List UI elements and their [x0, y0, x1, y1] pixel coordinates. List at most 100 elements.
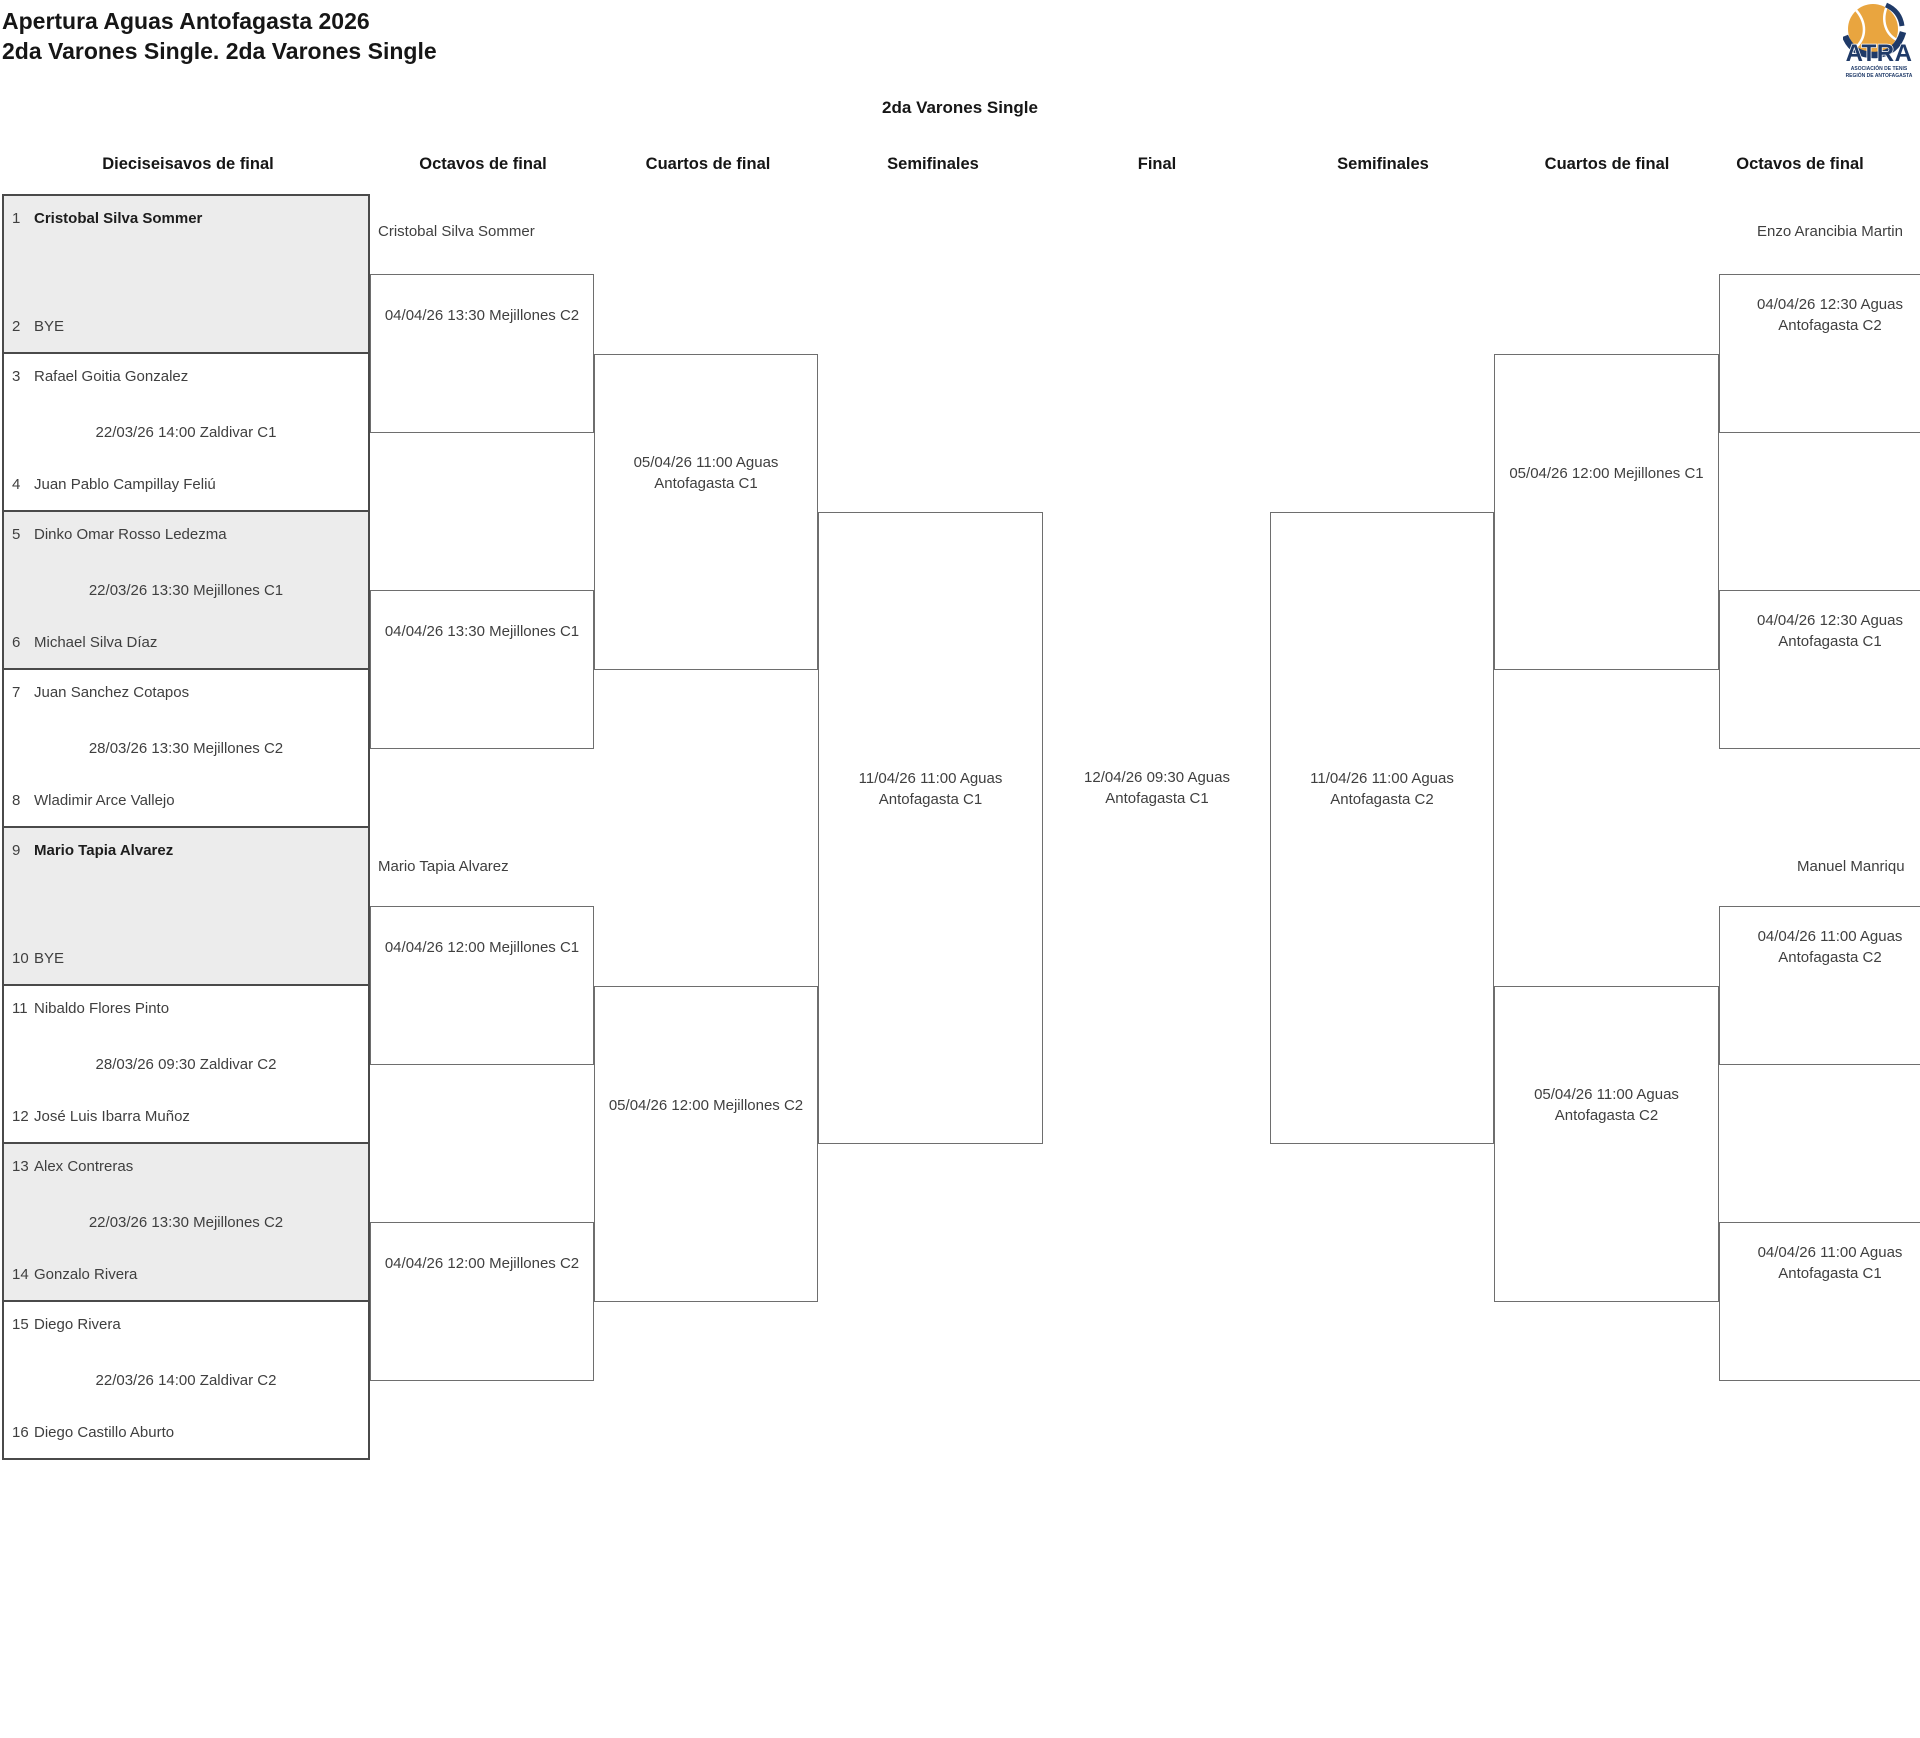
advancing-player-name: Enzo Arancibia Martin: [1757, 223, 1903, 240]
tennis-ball-icon: ATRA ASOCIACIÓN DE TENIS REGIÓN DE ANTOF…: [1841, 2, 1913, 79]
player-row: 13 Alex Contreras: [12, 1152, 362, 1182]
match-schedule: 04/04/26 12:30 Aguas Antofagasta C1: [1757, 612, 1903, 650]
seed-number: 15: [12, 1316, 29, 1333]
player-row: 7 Juan Sanchez Cotapos: [12, 678, 362, 708]
player-row: 16 Diego Castillo Aburto: [12, 1418, 362, 1448]
match-box-r8-right-4: 04/04/26 11:00 Aguas Antofagasta C1: [1719, 1222, 1920, 1381]
round-header-qf-right: Cuartos de final: [1544, 155, 1670, 173]
seed-number: 11: [12, 1000, 28, 1017]
match-schedule: 05/04/26 11:00 Aguas Antofagasta C1: [633, 454, 779, 492]
match-schedule: 04/04/26 12:30 Aguas Antofagasta C2: [1757, 296, 1903, 334]
match-box-r8-left-2: 04/04/26 13:30 Mejillones C1: [370, 590, 594, 749]
player-name: BYE: [34, 318, 65, 335]
match-box-sf-right: 11/04/26 11:00 Aguas Antofagasta C2: [1270, 512, 1494, 1144]
player-name: Diego Castillo Aburto: [34, 1424, 175, 1441]
match-schedule: 04/04/26 12:00 Mejillones C1: [384, 938, 580, 956]
match-box-r16-4: 7 Juan Sanchez Cotapos 28/03/26 13:30 Mej…: [2, 668, 370, 828]
round-header-final: Final: [1137, 155, 1177, 173]
player-name: BYE: [34, 950, 65, 967]
seed-number: 2: [12, 318, 21, 335]
match-box-r8-right-2: 04/04/26 12:30 Aguas Antofagasta C1: [1719, 590, 1920, 749]
page-title: Apertura Aguas Antofagasta 2026 2da Varo…: [2, 6, 437, 66]
seed-number: 4: [12, 476, 21, 493]
match-schedule: 11/04/26 11:00 Aguas Antofagasta C2: [1310, 770, 1454, 808]
bracket-title: 2da Varones Single: [882, 98, 1038, 117]
player-name: Dinko Omar Rosso Ledezma: [34, 526, 227, 543]
match-box-qf-left-2: 05/04/26 12:00 Mejillones C2: [594, 986, 818, 1302]
seed-number: 9: [12, 842, 21, 859]
svg-text:REGIÓN DE ANTOFAGASTA: REGIÓN DE ANTOFAGASTA: [1846, 71, 1913, 79]
match-box-qf-left-1: 05/04/26 11:00 Aguas Antofagasta C1: [594, 354, 818, 670]
match-box-r8-left-4: 04/04/26 12:00 Mejillones C2: [370, 1222, 594, 1381]
player-name: Diego Rivera: [34, 1316, 121, 1333]
player-row: 10 BYE: [12, 944, 362, 974]
match-box-r8-left-1: 04/04/26 13:30 Mejillones C2: [370, 274, 594, 433]
match-box-qf-right-1: 05/04/26 12:00 Mejillones C1: [1494, 354, 1719, 670]
match-schedule: 22/03/26 14:00 Zaldivar C2: [95, 1372, 277, 1389]
round-header-r16-left: Dieciseisavos de final: [102, 155, 274, 173]
player-row: 3 Rafael Goitia Gonzalez: [12, 362, 362, 392]
player-row: 14 Gonzalo Rivera: [12, 1260, 362, 1290]
match-schedule: 28/03/26 09:30 Zaldivar C2: [95, 1056, 277, 1073]
match-box-r16-2: 3 Rafael Goitia Gonzalez 22/03/26 14:00 Z…: [2, 352, 370, 512]
seed-number: 8: [12, 792, 21, 809]
player-name: Michael Silva Díaz: [34, 634, 158, 651]
player-name: Wladimir Arce Vallejo: [34, 792, 175, 809]
round-header-qf-left: Cuartos de final: [645, 155, 771, 173]
advancing-player-name: Mario Tapia Alvarez: [378, 858, 509, 875]
player-name: Nibaldo Flores Pinto: [34, 1000, 170, 1017]
seed-number: 16: [12, 1424, 29, 1441]
match-box-r8-right-3: 04/04/26 11:00 Aguas Antofagasta C2: [1719, 906, 1920, 1065]
draw-name: 2da Varones Single. 2da Varones Single: [2, 38, 437, 64]
tournament-name: Apertura Aguas Antofagasta 2026: [2, 8, 370, 34]
advancing-player-name: Cristobal Silva Sommer: [378, 223, 535, 240]
player-name: José Luis Ibarra Muñoz: [34, 1108, 190, 1125]
match-schedule: 11/04/26 11:00 Aguas Antofagasta C1: [858, 770, 1003, 808]
round-header-r8-right: Octavos de final: [1736, 155, 1864, 173]
player-name: Rafael Goitia Gonzalez: [34, 368, 189, 385]
player-row: 2 BYE: [12, 312, 362, 342]
player-name: Mario Tapia Alvarez: [34, 842, 174, 859]
match-schedule: 05/04/26 12:00 Mejillones C1: [1509, 464, 1704, 482]
player-name: Juan Sanchez Cotapos: [34, 684, 190, 701]
match-box-qf-right-2: 05/04/26 11:00 Aguas Antofagasta C2: [1494, 986, 1719, 1302]
seed-number: 13: [12, 1158, 29, 1175]
final-match-schedule: 12/04/26 09:30 Aguas Antofagasta C1: [1084, 769, 1230, 807]
seed-number: 7: [12, 684, 21, 701]
match-schedule: 05/04/26 11:00 Aguas Antofagasta C2: [1534, 1086, 1679, 1124]
seed-number: 3: [12, 368, 21, 385]
match-schedule: 04/04/26 11:00 Aguas Antofagasta C2: [1757, 928, 1903, 966]
atra-logo: ATRA ASOCIACIÓN DE TENIS REGIÓN DE ANTOF…: [1841, 2, 1915, 84]
seed-number: 1: [12, 210, 21, 227]
player-row: 11 Nibaldo Flores Pinto: [12, 994, 362, 1024]
round-header-sf-right: Semifinales: [1337, 155, 1429, 173]
player-row: 8 Wladimir Arce Vallejo: [12, 786, 362, 816]
player-row: 9 Mario Tapia Alvarez: [12, 836, 362, 866]
match-schedule: 04/04/26 13:30 Mejillones C2: [384, 306, 580, 324]
player-row: 15 Diego Rivera: [12, 1310, 362, 1340]
match-box-r16-6: 11 Nibaldo Flores Pinto 28/03/26 09:30 Za…: [2, 984, 370, 1144]
match-box-r16-5: 9 Mario Tapia Alvarez 10 BYE: [2, 826, 370, 986]
player-name: Gonzalo Rivera: [34, 1266, 138, 1283]
match-schedule: 04/04/26 13:30 Mejillones C1: [384, 622, 580, 640]
seed-number: 14: [12, 1266, 29, 1283]
svg-text:ATRA: ATRA: [1846, 40, 1913, 67]
match-box-r8-right-1: 04/04/26 12:30 Aguas Antofagasta C2: [1719, 274, 1920, 433]
match-schedule: 28/03/26 13:30 Mejillones C2: [88, 740, 284, 757]
seed-number: 10: [12, 950, 29, 967]
player-name: Alex Contreras: [34, 1158, 134, 1175]
match-schedule: 04/04/26 12:00 Mejillones C2: [384, 1254, 580, 1272]
match-schedule: 22/03/26 14:00 Zaldivar C1: [95, 424, 277, 441]
match-box-r8-left-3: 04/04/26 12:00 Mejillones C1: [370, 906, 594, 1065]
round-header-sf-left: Semifinales: [887, 155, 979, 173]
match-schedule: 22/03/26 13:30 Mejillones C1: [88, 582, 284, 599]
advancing-player-name: Manuel Manriqu: [1797, 858, 1905, 875]
match-schedule: 04/04/26 11:00 Aguas Antofagasta C1: [1757, 1244, 1903, 1282]
